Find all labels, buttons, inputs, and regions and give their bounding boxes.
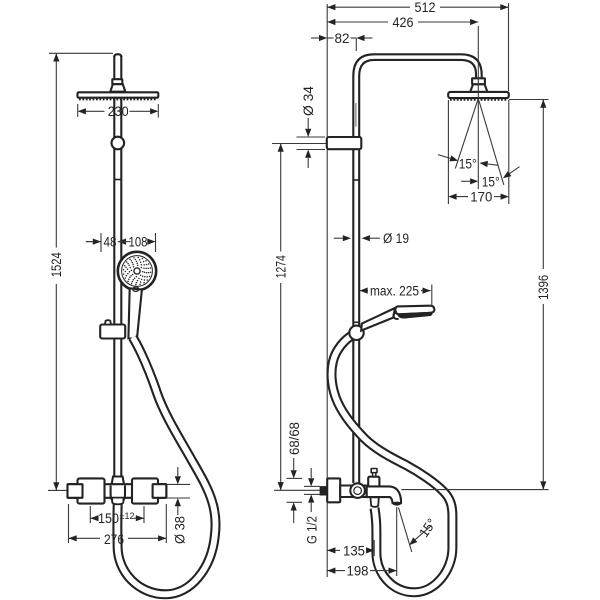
svg-text:Ø 38: Ø 38 (172, 516, 187, 544)
svg-text:108: 108 (129, 235, 148, 250)
svg-text:426: 426 (393, 15, 414, 30)
svg-text:198: 198 (347, 564, 369, 579)
svg-text:150: 150 (98, 511, 119, 526)
svg-text:230: 230 (108, 104, 129, 119)
svg-text:Ø 19: Ø 19 (383, 231, 409, 246)
svg-text:max. 225: max. 225 (370, 283, 419, 298)
svg-text:±12: ±12 (120, 511, 135, 521)
svg-text:Ø 34: Ø 34 (301, 86, 316, 116)
svg-text:15°: 15° (482, 174, 500, 189)
svg-text:1524: 1524 (49, 252, 64, 277)
svg-text:135: 135 (343, 543, 365, 558)
svg-text:170: 170 (470, 190, 492, 205)
svg-text:276: 276 (104, 532, 124, 547)
svg-text:48: 48 (104, 235, 117, 250)
svg-text:512: 512 (415, 0, 436, 15)
svg-text:15°: 15° (459, 157, 477, 172)
svg-text:1396: 1396 (536, 275, 551, 300)
svg-text:82: 82 (335, 31, 350, 46)
svg-text:G 1/2: G 1/2 (304, 516, 319, 544)
svg-text:1274: 1274 (274, 255, 289, 278)
svg-text:68/68: 68/68 (287, 422, 302, 455)
